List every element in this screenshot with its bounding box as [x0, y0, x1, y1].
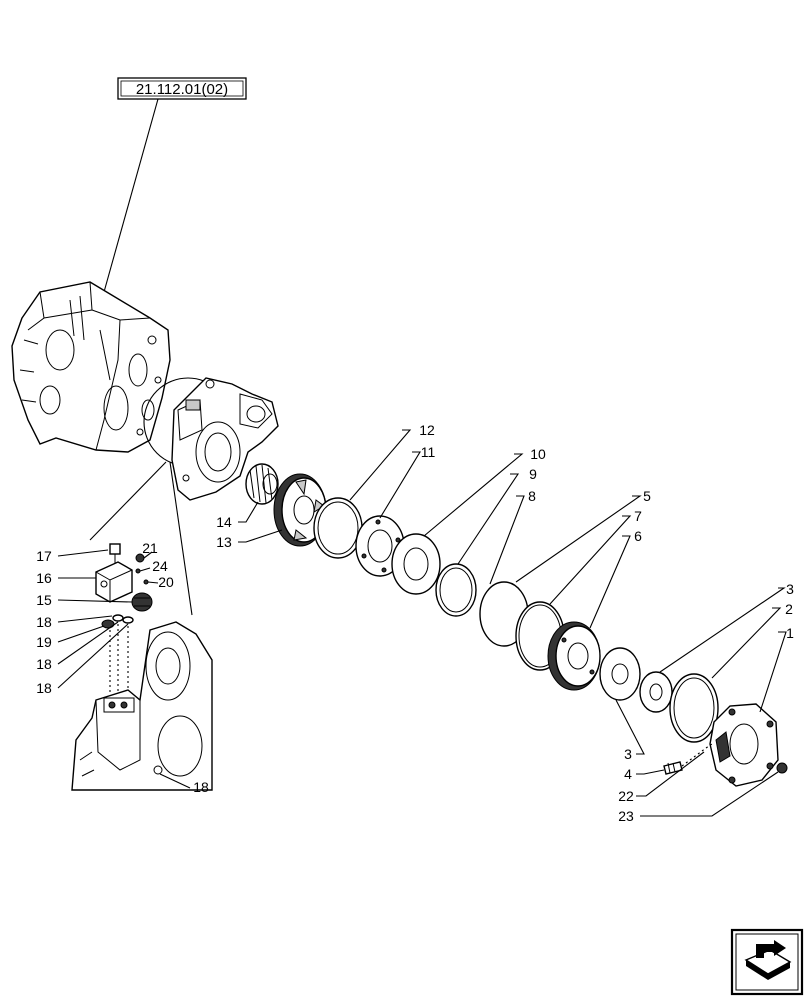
callout-9[interactable]: 9: [529, 466, 537, 482]
part-13-clutch-hub: [273, 473, 327, 547]
callout-24[interactable]: 24: [152, 558, 168, 574]
callout-15[interactable]: 15: [36, 592, 52, 608]
part-14-gear: [245, 463, 279, 505]
callout-3-top[interactable]: 3: [786, 581, 794, 597]
callout-18-b[interactable]: 18: [36, 656, 52, 672]
callout-16[interactable]: 16: [36, 570, 52, 586]
next-page-arrow-icon[interactable]: [730, 928, 804, 996]
callout-17[interactable]: 17: [36, 548, 52, 564]
callout-4[interactable]: 4: [624, 766, 632, 782]
callout-19[interactable]: 19: [36, 634, 52, 650]
callout-6[interactable]: 6: [634, 528, 642, 544]
callout-7[interactable]: 7: [634, 508, 642, 524]
callout-11[interactable]: 11: [421, 444, 436, 460]
callout-12[interactable]: 12: [419, 422, 435, 438]
callout-21[interactable]: 21: [142, 540, 158, 556]
part-23-plug: [776, 762, 788, 774]
callout-3-bottom[interactable]: 3: [624, 746, 632, 762]
callout-14[interactable]: 14: [216, 514, 232, 530]
pump-housing: [171, 377, 279, 501]
callout-8[interactable]: 8: [528, 488, 536, 504]
callout-5[interactable]: 5: [643, 488, 651, 504]
callout-13[interactable]: 13: [216, 534, 232, 550]
callout-23[interactable]: 23: [618, 808, 634, 824]
part-10-disc: [391, 533, 441, 595]
leader-lines: [57, 429, 787, 817]
reference-box[interactable]: 21.112.01(02): [117, 77, 247, 100]
part-3-small-washer: [639, 671, 673, 713]
transmission-housing: [11, 281, 171, 453]
callout-2[interactable]: 2: [785, 601, 793, 617]
callout-18-a[interactable]: 18: [36, 614, 52, 630]
callout-20[interactable]: 20: [158, 574, 174, 590]
callout-1[interactable]: 1: [786, 625, 794, 641]
part-2-seal-ring: [669, 673, 719, 743]
detail-inset: [71, 543, 213, 791]
callout-labels: 1 2 3 3 4 5 6 7 8 9 10 11 12 13 14 15 16…: [36, 422, 794, 824]
part-12-snap-ring: [313, 497, 363, 559]
callout-22[interactable]: 22: [618, 788, 634, 804]
part-3-washer: [599, 647, 641, 701]
part-6-piston: [547, 621, 601, 691]
callout-18-c[interactable]: 18: [36, 680, 52, 696]
part-4-fitting: [663, 761, 683, 775]
callout-10[interactable]: 10: [530, 446, 546, 462]
callout-18-d[interactable]: 18: [193, 779, 209, 795]
reference-label: 21.112.01(02): [136, 81, 228, 98]
part-1-end-cover: [709, 703, 779, 787]
part-9-seal: [435, 563, 477, 617]
